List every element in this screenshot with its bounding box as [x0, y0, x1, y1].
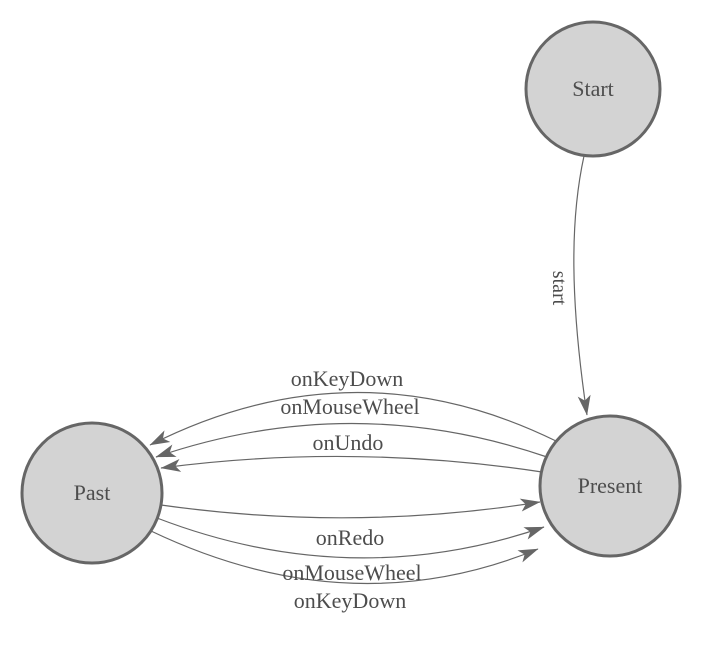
edge-onkeydown-to-past [149, 391, 557, 446]
edge-label-onundo: onUndo [313, 430, 384, 455]
edge-onkeydown-to-present [150, 530, 539, 585]
node-label-present: Present [578, 473, 643, 498]
node-label-start: Start [572, 76, 614, 101]
edge-label-onkeydown-bottom: onKeyDown [294, 588, 406, 613]
edge-onmousewheel-to-past [155, 422, 548, 458]
edge-label-onredo: onRedo [316, 525, 384, 550]
edge-label-onmousewheel-bottom: onMouseWheel [282, 560, 421, 585]
edge-label-onkeydown-top: onKeyDown [291, 366, 403, 391]
edge-start-to-present [573, 155, 591, 416]
nodes-layer: Start Present Past [20, 20, 682, 565]
edge-onundo-to-past [160, 455, 543, 473]
edge-onmousewheel-to-present [156, 517, 545, 559]
edge-label-onmousewheel-top: onMouseWheel [280, 394, 419, 419]
edges-layer [149, 155, 591, 585]
state-node-present[interactable]: Present [538, 414, 682, 558]
edge-onredo-to-present [160, 498, 541, 519]
state-node-start[interactable]: Start [524, 20, 662, 158]
edge-label-start: start [548, 271, 570, 306]
state-node-past[interactable]: Past [20, 421, 164, 565]
start-node-circle[interactable] [524, 20, 662, 158]
edge-labels-layer: start onKeyDown onMouseWheel onUndo onRe… [280, 271, 570, 613]
present-node-circle[interactable] [538, 414, 682, 558]
past-node-circle[interactable] [20, 421, 164, 565]
node-label-past: Past [74, 480, 111, 505]
